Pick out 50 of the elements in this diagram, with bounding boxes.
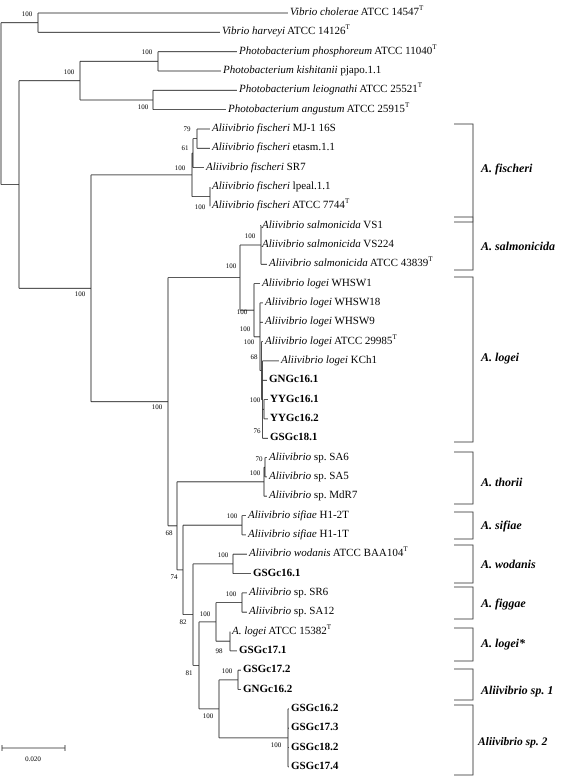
taxon-label: Aliivibrio salmonicida VS224 [262, 238, 394, 251]
taxon-label: Photobacterium leiognathi ATCC 25521$^{T}$ [239, 83, 422, 96]
taxon-label: Aliivibrio sp. SA12 [249, 605, 334, 618]
taxon-label: Vibrio harveyi ATCC 14126$^{T}$ [222, 25, 350, 38]
taxon-label: YYGc16.1 [270, 392, 319, 406]
taxon-label: Aliivibrio fischeri lpeal.1.1 [212, 180, 331, 193]
taxon-label: GSGc18.2 [291, 740, 338, 754]
taxon-label: Aliivibrio fischeri SR7 [206, 160, 306, 174]
taxon-label: A. logei ATCC 15382$^{T}$ [232, 624, 332, 638]
taxon-label: Aliivibrio logei ATCC 29985$^{T}$ [265, 334, 397, 348]
taxon-label: Aliivibrio sp. SA6 [269, 450, 349, 464]
taxon-label: GNGc16.1 [269, 373, 318, 386]
clade-label: A. salmonicida [481, 239, 556, 253]
clade-label: A. thorii [481, 475, 522, 489]
taxon-label: GSGc16.2 [291, 702, 338, 715]
taxon-label: Photobacterium phosphoreum ATCC 11040$^{T}$ [239, 44, 436, 58]
taxon-label: GSGc17.4 [291, 760, 338, 773]
taxon-label: Vibrio cholerae ATCC 14547$^{T}$ [290, 6, 424, 19]
clade-label: Aliivibrio sp. 2 [478, 735, 548, 749]
taxon-label: YYGc16.2 [270, 412, 319, 425]
taxon-label: Photobacterium angustum ATCC 25915$^{T}$ [228, 102, 410, 116]
taxon-label: Aliivibrio logei WHSW1 [262, 276, 372, 290]
taxon-label: GNGc16.2 [243, 682, 292, 696]
taxon-label: GSGc17.3 [291, 721, 338, 734]
taxon-label: Aliivibrio salmonicida ATCC 43839$^{T}$ [269, 257, 432, 270]
clade-label: A. logei* [481, 636, 525, 650]
taxon-label: GSGc16.1 [253, 566, 300, 580]
clade-label: A. fischeri [481, 161, 532, 175]
taxon-label: Aliivibrio sp. MdR7 [269, 489, 358, 502]
taxon-label: Photobacterium kishitanii pjapo.1.1 [223, 64, 382, 77]
taxon-label: Aliivibrio logei KCh1 [281, 354, 377, 367]
clade-label: Aliivibrio sp. 1 [481, 683, 554, 697]
clade-label: A. sifiae [481, 518, 522, 532]
taxon-label: Aliivibrio fischeri ATCC 7744$^{T}$ [212, 199, 350, 212]
taxon-label: GSGc17.2 [243, 663, 290, 676]
clade-label: A. wodanis [481, 557, 536, 571]
taxon-label: Aliivibrio sifiae H1-1T [248, 528, 349, 541]
taxon-label: Aliivibrio wodanis ATCC BAA104$^{T}$ [249, 547, 408, 560]
taxon-label: Aliivibrio sifiae H1-2T [248, 508, 349, 522]
taxon-label: Aliivibrio sp. SR6 [249, 586, 328, 599]
taxon-label: GSGc17.1 [239, 644, 286, 657]
taxon-label: GSGc18.1 [270, 431, 318, 444]
taxon-label: Aliivibrio salmonicida VS1 [262, 218, 383, 232]
taxon-label: Aliivibrio sp. SA5 [269, 470, 349, 483]
taxon-label: Aliivibrio logei WHSW18 [265, 296, 380, 309]
taxon-label: Aliivibrio fischeri etasm.1.1 [212, 141, 335, 154]
clade-label: A. figgae [481, 596, 526, 610]
clade-label: A. logei [481, 350, 519, 364]
taxon-label: Aliivibrio logei WHSW9 [265, 315, 375, 328]
taxon-label: Aliivibrio fischeri MJ-1 16S [212, 122, 336, 135]
